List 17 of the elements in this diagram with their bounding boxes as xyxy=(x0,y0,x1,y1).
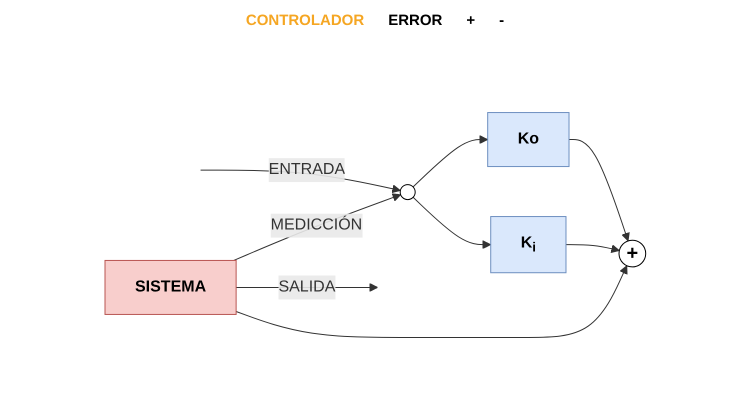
edge-label: ENTRADA xyxy=(268,161,345,178)
arrow xyxy=(412,135,488,188)
node-box: Ko xyxy=(486,112,570,168)
arrow xyxy=(232,193,401,261)
arrow xyxy=(568,139,630,242)
edge-label: SALIDA xyxy=(278,278,336,296)
node-circle: + xyxy=(618,240,646,268)
node-circle xyxy=(399,184,416,200)
node-box: K$_{i}$ xyxy=(490,216,566,274)
sign-label: - xyxy=(499,12,504,28)
group-label: CONTROLADOR xyxy=(246,12,364,28)
edge-label: MEDICCIÓN xyxy=(270,216,362,234)
sign-label: ERROR xyxy=(388,12,442,28)
node-box: SISTEMA xyxy=(104,260,236,315)
arrow xyxy=(412,196,491,250)
arrow xyxy=(565,244,620,254)
sign-label: + xyxy=(466,12,476,28)
